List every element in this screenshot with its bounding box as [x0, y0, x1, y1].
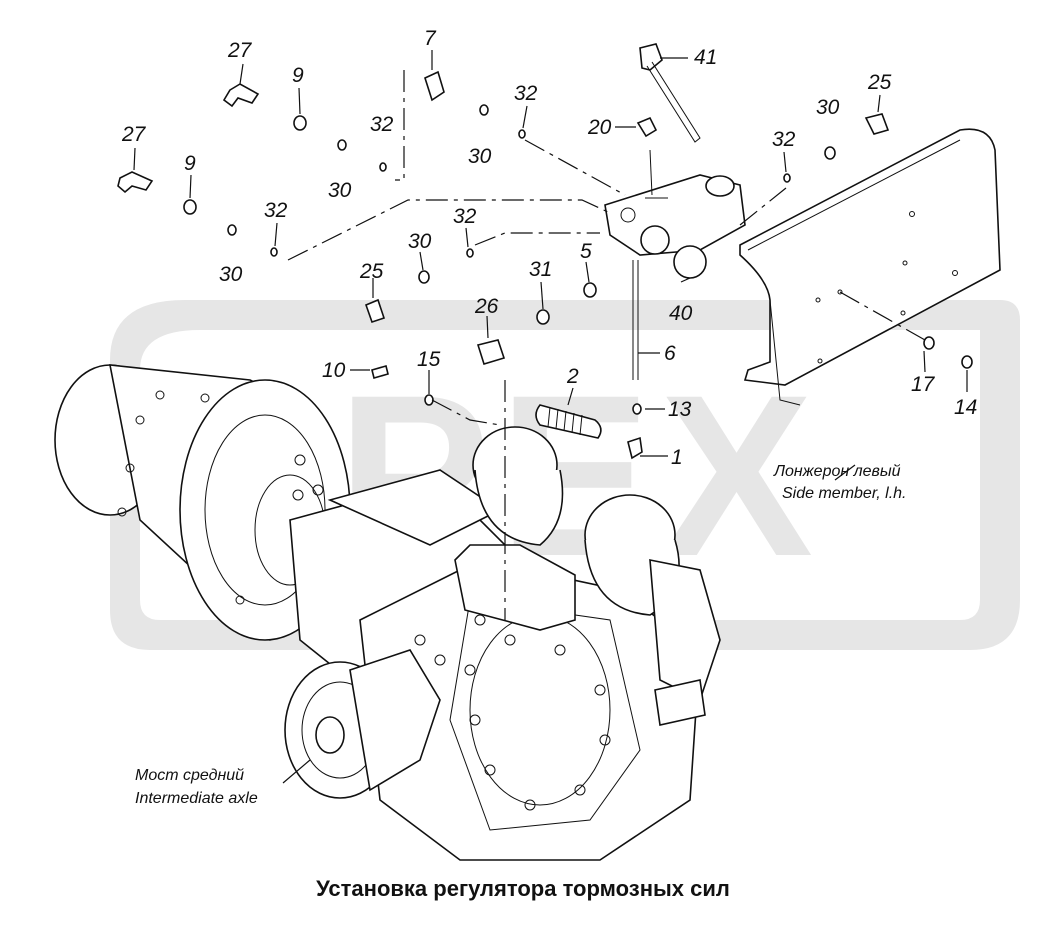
callout-5: 5 [580, 240, 592, 263]
callout-2: 2 [566, 365, 579, 388]
callout-13: 13 [668, 398, 692, 421]
side-member-caption-en: Side member, l.h. [782, 485, 907, 502]
callout-10: 10 [322, 359, 346, 382]
callout-6: 6 [664, 342, 676, 365]
leader-lines [133, 50, 968, 784]
callout-32-top: 32 [514, 82, 538, 105]
spring-2-part [535, 404, 602, 439]
rod-6-part [632, 260, 639, 380]
callout-25-left: 25 [359, 260, 384, 283]
callout-15: 15 [417, 348, 441, 371]
lever-41-part [639, 43, 701, 143]
callout-32-left: 32 [264, 199, 288, 222]
callout-32-center: 32 [453, 205, 477, 228]
callout-32-mid: 32 [370, 113, 394, 136]
callout-40: 40 [669, 302, 693, 325]
axle-caption-ru: Мост средний [135, 767, 244, 784]
callout-30-center: 30 [408, 230, 432, 253]
callout-7: 7 [424, 27, 437, 50]
callout-32-right: 32 [772, 128, 796, 151]
callout-20: 20 [587, 116, 612, 139]
callout-25-top: 25 [867, 71, 892, 94]
callout-30-bottom: 30 [219, 263, 243, 286]
callout-27-left: 27 [121, 123, 147, 146]
callout-27-top: 27 [227, 39, 253, 62]
side-member-caption-ru: Лонжерон левый [773, 463, 901, 480]
side-member-part [739, 128, 1001, 406]
callout-30-mid: 30 [468, 145, 492, 168]
callout-17: 17 [911, 373, 936, 396]
brake-force-regulator-part [604, 149, 746, 279]
callout-1: 1 [671, 446, 683, 469]
callout-31: 31 [529, 258, 552, 281]
hardware-parts [117, 70, 973, 460]
intermediate-axle-part [54, 364, 721, 861]
callout-30-right: 30 [816, 96, 840, 119]
callout-9-top: 9 [292, 64, 304, 87]
callout-26: 26 [474, 295, 499, 318]
callout-41: 41 [694, 46, 717, 69]
callout-numbers: 27 9 7 41 25 32 30 20 32 30 27 9 32 30 3… [121, 27, 977, 469]
callout-30-left: 30 [328, 179, 352, 202]
page-title: Установка регулятора тормозных сил [316, 876, 730, 901]
callout-14: 14 [954, 396, 977, 419]
callout-9-left: 9 [184, 152, 196, 175]
captions: Лонжерон левый Side member, l.h. Мост ср… [135, 463, 907, 807]
axle-caption-en: Intermediate axle [135, 790, 258, 807]
